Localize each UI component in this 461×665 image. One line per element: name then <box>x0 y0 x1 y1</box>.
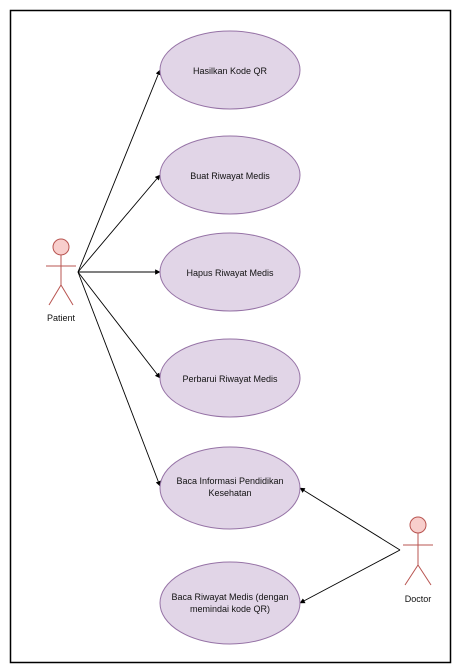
association-patient-uc4 <box>77 271 161 379</box>
actor-doctor: Doctor <box>403 516 433 604</box>
use-case-hasilkan-kode-qr: Hasilkan Kode QR <box>159 30 301 110</box>
use-case-label-line-1: Baca Riwayat Medis (dengan <box>171 592 288 602</box>
stick-figure-icon <box>403 516 433 586</box>
use-case-label: Hapus Riwayat Medis <box>186 268 274 278</box>
use-case-label: Hasilkan Kode QR <box>193 66 268 76</box>
use-case-label-line-2: Kesehatan <box>208 488 251 498</box>
actor-label: Doctor <box>405 594 432 604</box>
diagram-frame <box>9 9 452 664</box>
association-doctor-uc5 <box>299 487 401 551</box>
use-case-label-line-2: memindai kode QR) <box>190 604 270 614</box>
actor-patient: Patient <box>46 238 76 323</box>
use-case-label: Perbarui Riwayat Medis <box>182 374 278 384</box>
stick-figure-icon <box>46 238 76 306</box>
use-case-buat-riwayat-medis: Buat Riwayat Medis <box>159 135 301 215</box>
use-case-hapus-riwayat-medis: Hapus Riwayat Medis <box>159 232 301 312</box>
association-patient-uc1 <box>77 69 161 273</box>
association-doctor-uc6 <box>299 549 401 604</box>
use-case-perbarui-riwayat-medis: Perbarui Riwayat Medis <box>159 338 301 418</box>
use-case-label: Buat Riwayat Medis <box>190 171 270 181</box>
association-lines <box>77 69 401 604</box>
actor-label: Patient <box>47 313 76 323</box>
association-patient-uc5 <box>77 271 161 487</box>
use-case-baca-riwayat-medis: Baca Riwayat Medis (dengan memindai kode… <box>159 561 301 645</box>
use-case-baca-informasi-pendidikan-kesehatan: Baca Informasi Pendidikan Kesehatan <box>159 446 301 530</box>
use-case-label-line-1: Baca Informasi Pendidikan <box>176 476 283 486</box>
association-patient-uc2 <box>77 174 161 273</box>
